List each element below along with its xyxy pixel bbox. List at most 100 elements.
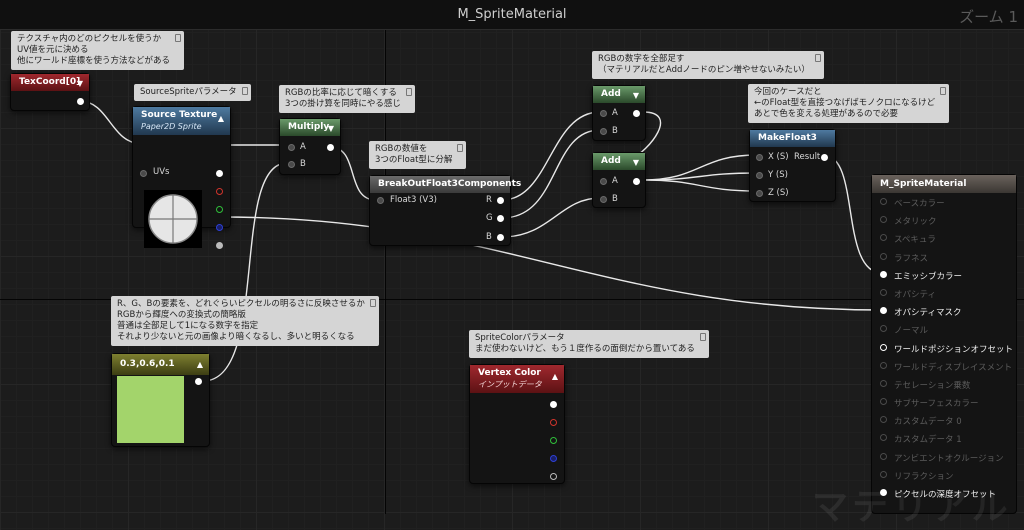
input-pin[interactable] [880,288,887,296]
collapse-arrow-icon[interactable]: ▲ [217,114,224,123]
comment-breakout[interactable]: RGBの数値を 3つのFloat型に分解 [369,141,467,169]
input-pin-a[interactable] [600,178,607,185]
node-source-texture[interactable]: Source Texture Paper2D Sprite ▲ UVs [132,106,231,249]
input-pin-z[interactable] [756,190,763,197]
output-pin-a[interactable] [550,473,557,480]
output-pin-g[interactable] [550,437,557,444]
node-constant-3vector[interactable]: 0.3,0.6,0.1 ▲ [111,353,210,447]
collapse-arrow-icon[interactable]: ▲ [196,360,203,369]
input-pin-float3[interactable] [377,197,384,204]
comment-texcoord[interactable]: テクスチャ内のどのピクセルを使うか UV値を元に決める 他にワールド座標を使う方… [11,31,185,70]
result-input-opacity[interactable]: オパシティ [872,284,1016,302]
output-pin-r[interactable] [216,188,223,195]
node-multiply[interactable]: Multiply ▼ A B [279,118,341,175]
result-input-metallic[interactable]: メタリック [872,211,1016,229]
input-pin-b[interactable] [600,196,607,203]
output-pin[interactable] [195,378,202,385]
input-pin[interactable] [880,252,887,260]
comment-constant[interactable]: R、G、Bの要素を、どれぐらいピクセルの明るさに反映させるか RGBから輝度への… [111,296,379,346]
node-breakout-float3[interactable]: BreakOutFloat3Components Float3 (V3) R G… [369,175,521,246]
input-pin[interactable] [880,416,887,424]
output-pin-a[interactable] [216,242,223,249]
output-pin-b[interactable] [216,224,223,231]
collapse-arrow-icon[interactable]: ▼ [327,124,334,133]
comment-line: RGBの比率に応じて暗くする [285,88,397,98]
input-pin-b[interactable] [288,161,295,168]
result-input-world-position-offset[interactable]: ワールドポジションオフセット [872,339,1016,357]
result-input-pixel-depth-offset[interactable]: ピクセルの深度オフセット [872,484,1016,502]
result-input-specular[interactable]: スペキュラ [872,229,1016,247]
input-pin[interactable] [880,270,887,278]
input-pin[interactable] [880,361,887,369]
collapse-arrow-icon[interactable]: ▼ [632,158,639,167]
input-pin[interactable] [880,398,887,406]
result-input-base-color[interactable]: ベースカラー [872,193,1016,211]
output-pin-rgb[interactable] [550,401,557,408]
result-inputs: ベースカラー メタリック スペキュラ ラフネス エミッシブカラー オパシティ オ… [872,193,1016,502]
input-pin[interactable] [880,234,887,242]
comment-add[interactable]: RGBの数字を全部足す （マテリアルだとAddノードのピン増やせないみたい） [592,51,824,79]
result-input-opacity-mask[interactable]: オパシティマスク [872,302,1016,320]
result-input-refraction[interactable]: リフラクション [872,466,1016,484]
output-pin[interactable] [327,144,334,151]
input-pin[interactable] [880,489,887,496]
comment-source-sprite[interactable]: SourceSpriteパラメータ [134,84,251,101]
result-input-custom-data-0[interactable]: カスタムデータ 0 [872,411,1016,429]
node-material-result[interactable]: M_SpriteMaterial ベースカラー メタリック スペキュラ ラフネス… [871,174,1017,514]
input-pin-a[interactable] [600,110,607,117]
result-input-world-displacement[interactable]: ワールドディスプレイスメント [872,357,1016,375]
collapse-arrow-icon[interactable]: ▼ [76,79,83,88]
node-subtitle: Paper2D Sprite [141,122,202,131]
input-label: リフラクション [894,471,954,482]
input-pin[interactable] [880,379,887,387]
output-pin-g[interactable] [216,206,223,213]
result-input-roughness[interactable]: ラフネス [872,248,1016,266]
input-pin[interactable] [880,198,887,205]
output-pin-g[interactable] [497,215,504,222]
collapse-arrow-icon[interactable]: ▼ [632,91,639,100]
node-makefloat3[interactable]: MakeFloat3 X (S) Result Y (S) Z (S) [749,129,836,202]
output-pin-rgb[interactable] [216,170,223,177]
comment-multiply[interactable]: RGBの比率に応じて暗くする 3つの掛け算を同時にやる感じ [279,85,415,113]
collapse-arrow-icon[interactable]: ▲ [551,372,558,381]
input-pin-a[interactable] [288,144,295,151]
result-input-tessellation[interactable]: テセレーション乗数 [872,375,1016,393]
input-pin-x[interactable] [756,154,763,161]
input-pin[interactable] [880,452,887,460]
comment-line: ←のFloat型を直接つなげばモノクロになるけど [754,98,936,108]
input-pin-b[interactable] [600,128,607,135]
output-pin[interactable] [77,98,84,105]
comment-line: SourceSpriteパラメータ [140,87,237,97]
graph-title-bar: M_SpriteMaterial ズーム 1 [0,0,1024,30]
node-texcoord[interactable]: TexCoord[0] ▼ [10,73,90,111]
output-pin-b[interactable] [497,234,504,241]
output-pin-b[interactable] [550,455,557,462]
result-input-custom-data-1[interactable]: カスタムデータ 1 [872,429,1016,447]
comment-makefloat3[interactable]: 今回のケースだと ←のFloat型を直接つなげばモノクロになるけど あとで色を変… [748,84,950,123]
comment-vertex-color[interactable]: SpriteColorパラメータ まだ使わないけど、もう１度作るの面倒だから置い… [469,330,709,358]
output-pin-r[interactable] [497,197,504,204]
output-pin[interactable] [633,110,640,117]
node-vertex-color[interactable]: Vertex Color インプットデータ ▲ [469,364,565,484]
input-label: ピクセルの深度オフセット [894,490,997,500]
output-pin[interactable] [633,178,640,185]
input-pin[interactable] [880,434,887,442]
node-header: Vertex Color インプットデータ ▲ [470,365,564,393]
input-pin[interactable] [880,325,887,333]
result-input-normal[interactable]: ノーマル [872,320,1016,338]
input-pin[interactable] [880,307,887,315]
result-input-subsurface-color[interactable]: サブサーフェスカラー [872,393,1016,411]
output-pin-r[interactable] [550,419,557,426]
result-input-emissive[interactable]: エミッシブカラー [872,266,1016,284]
input-pin[interactable] [880,343,887,351]
input-label: ラフネス [894,253,929,264]
input-pin-y[interactable] [756,172,763,179]
node-add-1[interactable]: Add ▼ A B [592,85,646,141]
input-pin-uvs[interactable] [140,170,147,177]
input-pin[interactable] [880,216,887,224]
output-pin-result[interactable] [821,154,828,161]
result-input-ambient-occlusion[interactable]: アンビエントオクルージョン [872,448,1016,466]
input-pin[interactable] [880,470,887,478]
comment-line: RGBの数字を全部足す [598,54,685,64]
node-add-2[interactable]: Add ▼ A B [592,152,646,208]
